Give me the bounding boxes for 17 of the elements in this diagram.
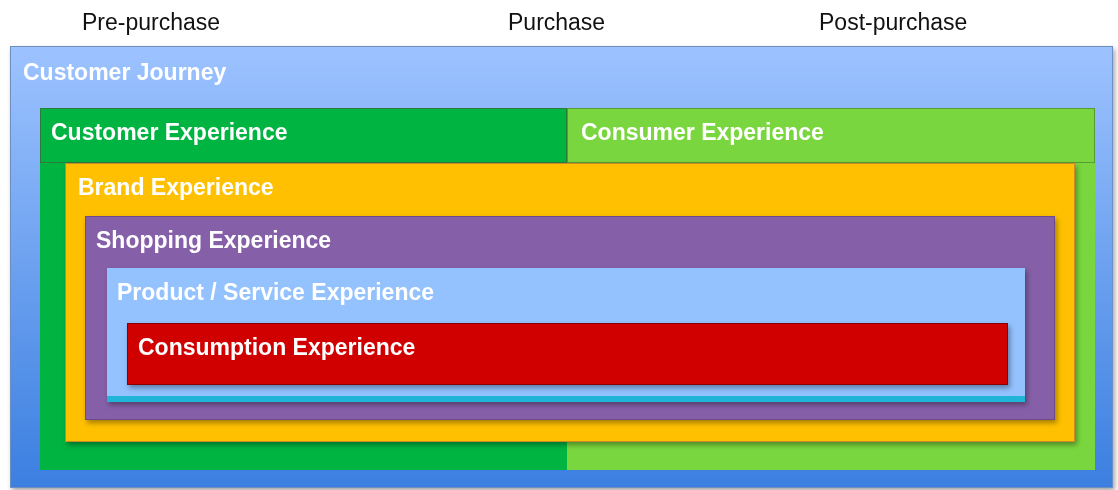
panel-title: Customer Experience [51, 121, 288, 144]
experience-header [567, 108, 1095, 163]
panel-title: Consumption Experience [138, 336, 416, 359]
experience-panel [107, 268, 1025, 402]
experience-panel [127, 323, 1008, 385]
experience-panel [65, 163, 1075, 442]
phase-label: Purchase [508, 10, 606, 36]
experience-panel [85, 216, 1055, 420]
panel-title: Product / Service Experience [117, 281, 435, 304]
panel-title: Shopping Experience [96, 229, 332, 252]
panel-title: Customer Journey [23, 61, 227, 84]
phase-label: Pre-purchase [82, 10, 221, 36]
experience-header [40, 108, 567, 163]
panel-title: Consumer Experience [581, 121, 824, 144]
phase-label: Post-purchase [819, 10, 968, 36]
journey-panel [10, 46, 1113, 488]
panel-title: Brand Experience [78, 176, 274, 199]
